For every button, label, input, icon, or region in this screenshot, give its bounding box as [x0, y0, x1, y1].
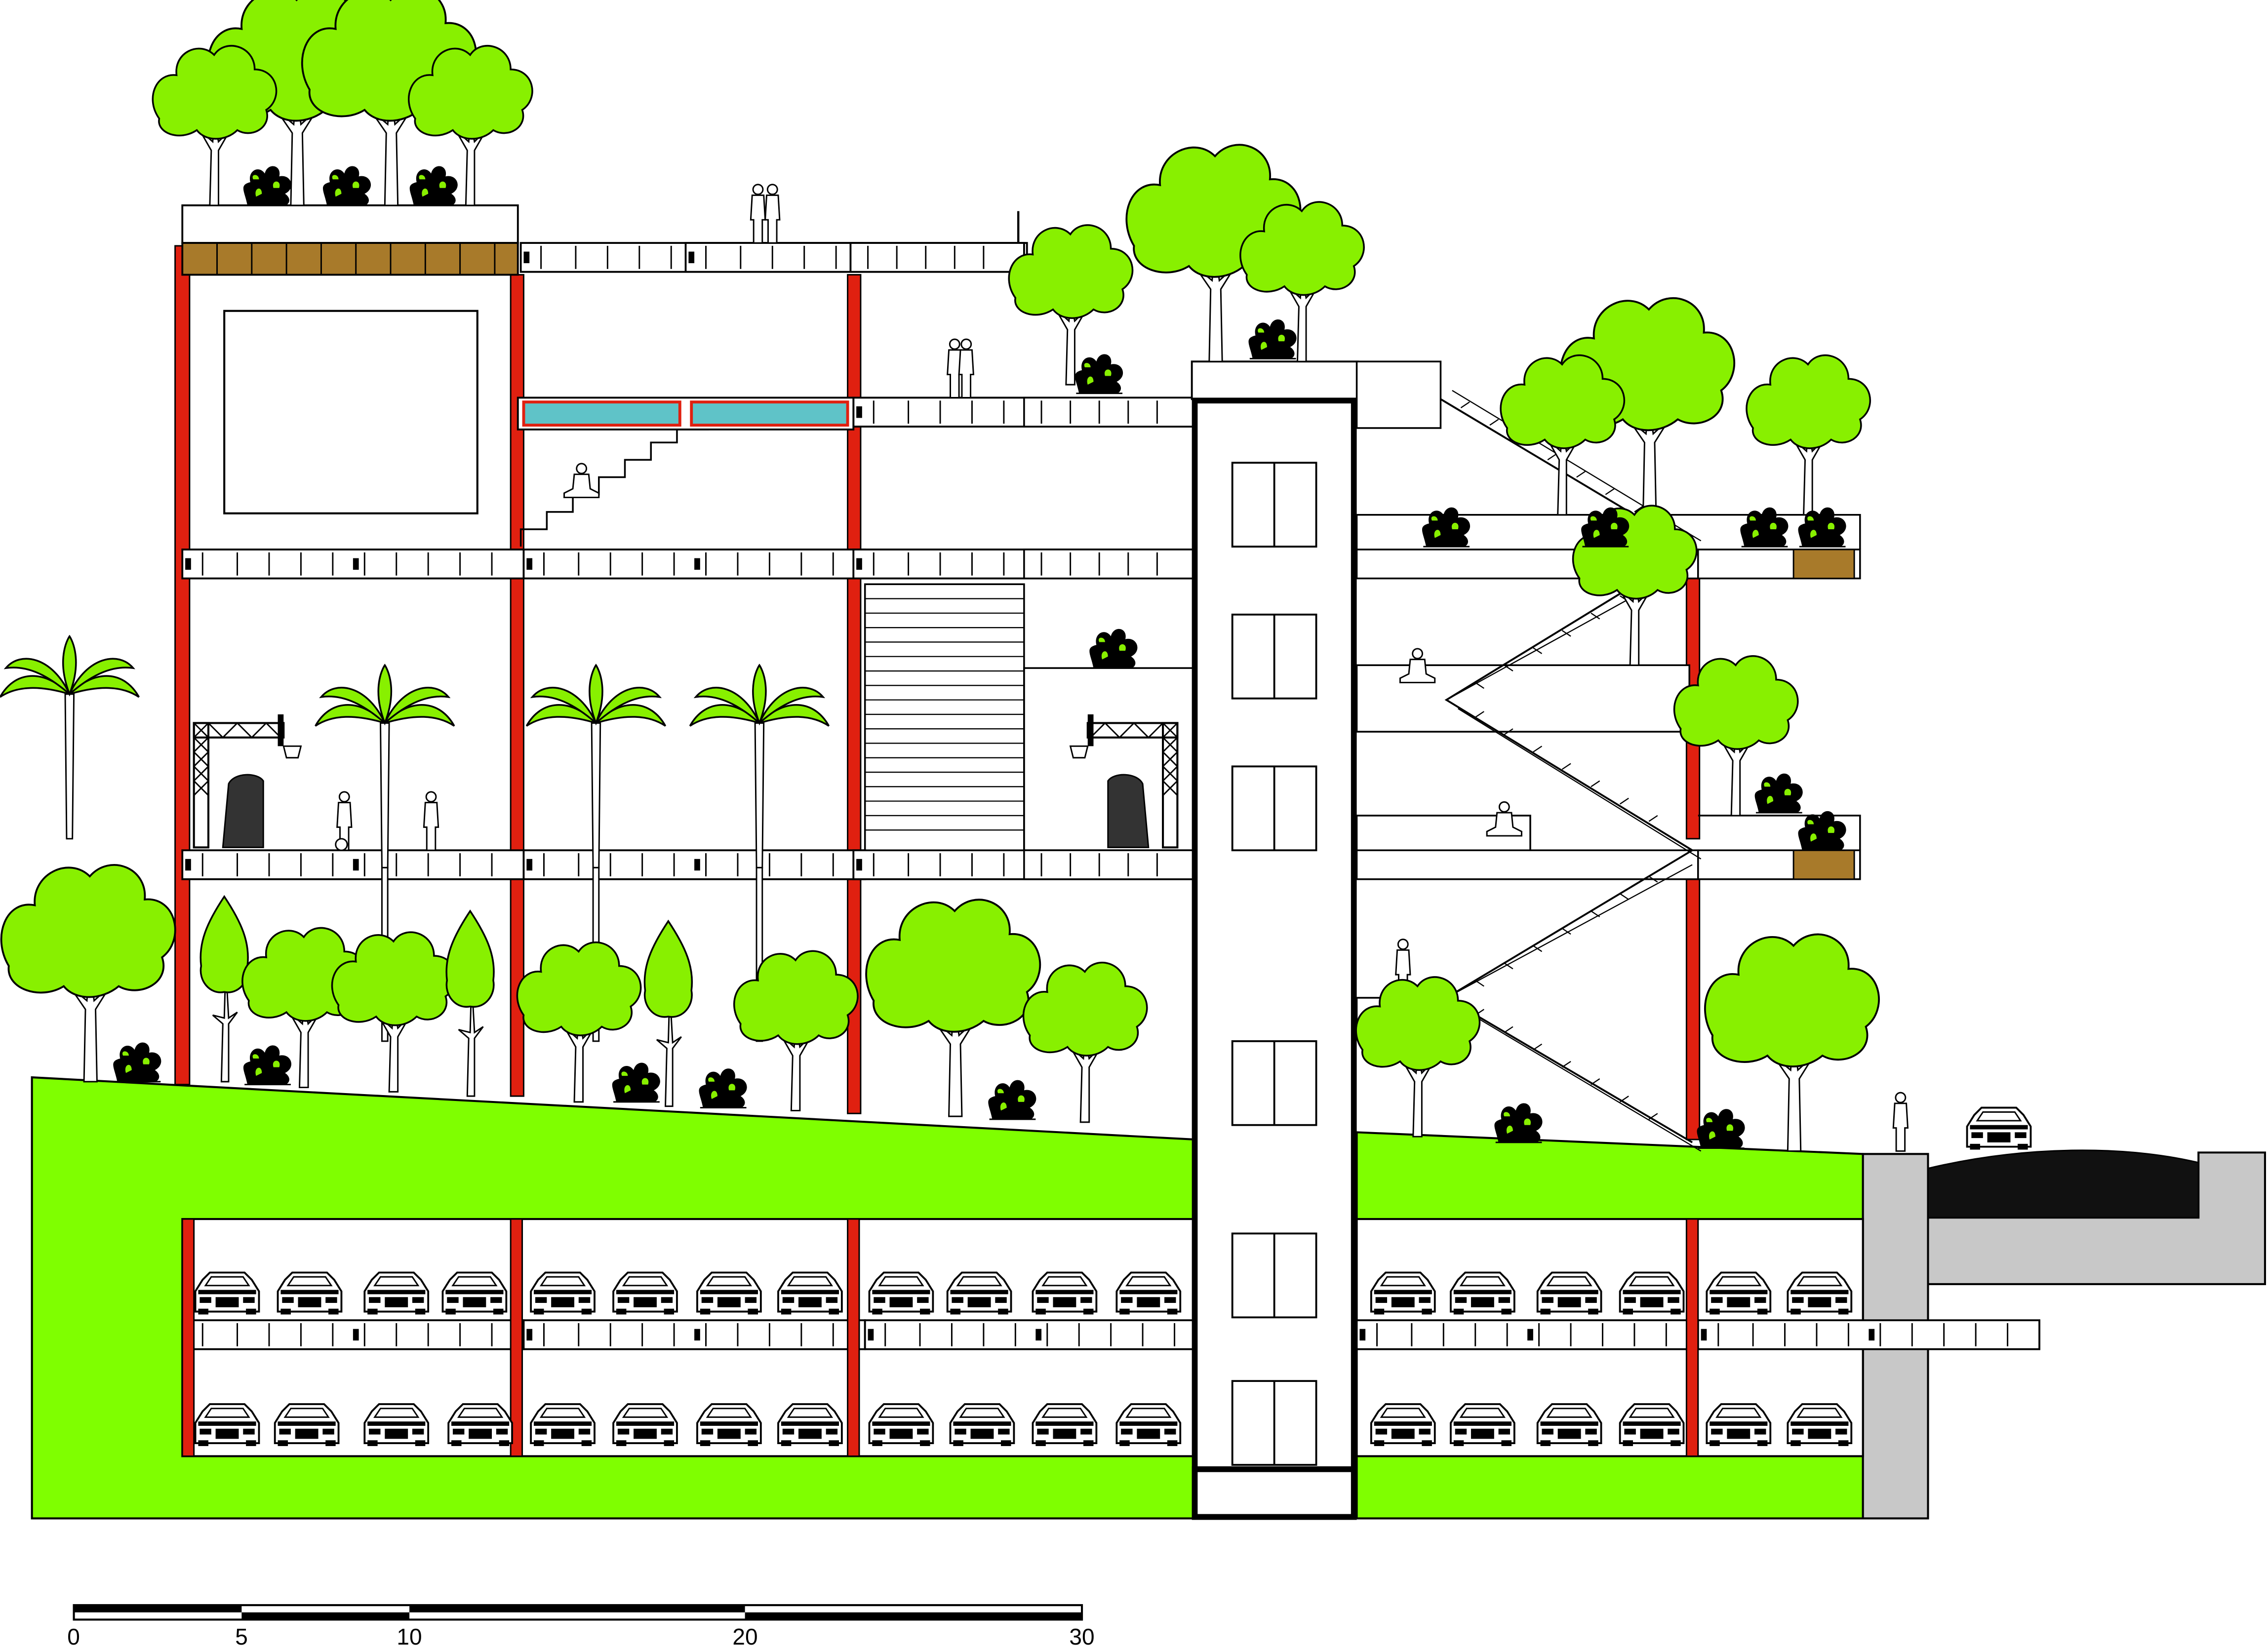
atrium-opening: [223, 310, 478, 514]
street-retaining-wall: [1862, 1092, 2266, 1520]
pool-stair: [519, 429, 709, 547]
scale-label-20: 20: [732, 1624, 758, 1650]
people: [335, 184, 974, 851]
main-stair-block: [864, 583, 1025, 851]
scale-label-10: 10: [397, 1624, 422, 1650]
vegetation: [0, 0, 1880, 1152]
scale-label-5: 5: [235, 1624, 248, 1650]
parking-columns: [181, 1218, 1699, 1457]
underground-parking: [181, 1218, 2040, 1457]
swimming-pool: [517, 396, 855, 431]
left-building-frame: [174, 204, 1196, 1114]
scale-label-0: 0: [67, 1624, 80, 1650]
scale-label-30: 30: [1069, 1624, 1095, 1650]
elevator-core: [1191, 360, 1359, 1520]
roof-garden-planter: [181, 204, 519, 276]
ball-icon: [335, 838, 348, 851]
